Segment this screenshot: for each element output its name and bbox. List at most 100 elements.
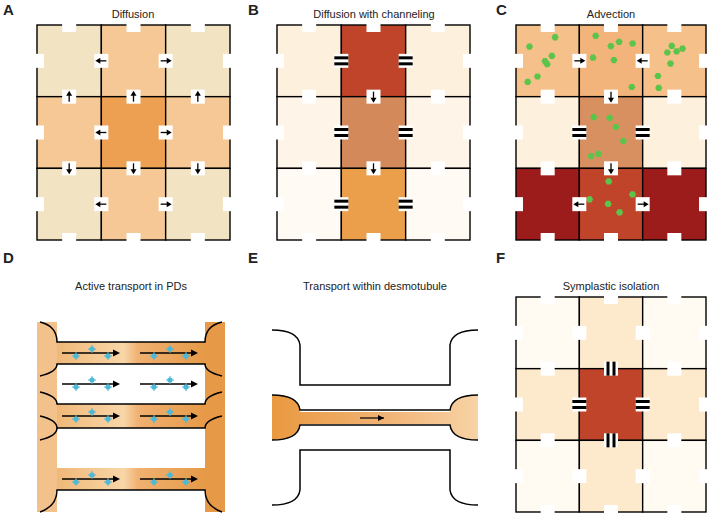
solute-particle bbox=[605, 178, 612, 184]
plasmodesma bbox=[604, 433, 618, 447]
membrane bbox=[40, 490, 222, 512]
arrow-head bbox=[95, 201, 100, 207]
closed-pd bbox=[399, 128, 413, 131]
plasmodesma bbox=[223, 197, 237, 211]
plasmodesma bbox=[636, 398, 650, 412]
transport-track bbox=[140, 478, 193, 479]
motor-protein bbox=[182, 352, 190, 360]
cell bbox=[341, 168, 405, 240]
cell bbox=[37, 168, 101, 240]
plasmodesma bbox=[191, 161, 205, 175]
plasmodesma bbox=[636, 126, 650, 140]
plasmodesma bbox=[699, 398, 708, 412]
motor-protein bbox=[72, 383, 80, 391]
cell bbox=[643, 440, 706, 512]
solute-particle bbox=[664, 49, 671, 55]
plasmodesma bbox=[699, 326, 708, 340]
cell bbox=[341, 25, 405, 97]
plasmodesma bbox=[431, 161, 445, 175]
cell-grid bbox=[30, 18, 237, 247]
plasmodesma bbox=[667, 161, 681, 175]
plasmodesma bbox=[667, 433, 681, 447]
closed-pd bbox=[399, 56, 413, 59]
arrow-head bbox=[167, 58, 172, 64]
cell bbox=[516, 440, 579, 512]
closed-pd bbox=[636, 406, 650, 409]
arrow-head bbox=[371, 98, 377, 103]
cell bbox=[406, 168, 470, 240]
plasmodesma bbox=[159, 126, 173, 140]
motor-protein bbox=[72, 352, 80, 360]
plasmodesma bbox=[572, 398, 586, 412]
solute-particle bbox=[607, 43, 614, 49]
closed-pd bbox=[636, 400, 650, 403]
motor-protein bbox=[182, 415, 190, 423]
cell bbox=[643, 369, 706, 441]
arrow-head bbox=[113, 476, 120, 483]
solute-particle bbox=[524, 79, 531, 85]
closed-pd bbox=[334, 56, 348, 59]
plasmodesma bbox=[191, 233, 205, 247]
solute-particle bbox=[655, 85, 662, 91]
solute-particle bbox=[589, 55, 596, 61]
plasmodesma bbox=[334, 54, 348, 68]
panel-title: Transport within desmotubule bbox=[303, 280, 447, 292]
plasmodesma bbox=[302, 18, 316, 32]
plasmodesma bbox=[541, 161, 555, 175]
plasmodesma bbox=[30, 126, 44, 140]
plasmodesma bbox=[604, 290, 618, 304]
plasmodesma bbox=[699, 54, 708, 68]
plasmodesma bbox=[30, 54, 44, 68]
motor-protein bbox=[166, 471, 174, 479]
arrow-head bbox=[195, 169, 201, 174]
membrane bbox=[40, 364, 222, 376]
closed-pd bbox=[607, 433, 610, 447]
solute-particle bbox=[605, 201, 612, 207]
plasmodesma bbox=[667, 90, 681, 104]
cell bbox=[341, 97, 405, 169]
solute-particle bbox=[616, 209, 623, 215]
arrow-head bbox=[113, 413, 120, 420]
motor-protein bbox=[88, 376, 96, 384]
plasmodesma bbox=[94, 126, 108, 140]
cell bbox=[166, 97, 230, 169]
arrow-head bbox=[608, 98, 614, 103]
solute-particle bbox=[654, 73, 661, 79]
plasmodesma bbox=[367, 161, 381, 175]
cell bbox=[101, 25, 165, 97]
solute-particle bbox=[612, 124, 619, 130]
plasmodesma bbox=[127, 90, 141, 104]
plasmodesma bbox=[699, 197, 708, 211]
plasmodesma bbox=[431, 233, 445, 247]
cell bbox=[579, 168, 642, 240]
plasmodesma bbox=[159, 54, 173, 68]
solute-particle bbox=[552, 34, 559, 40]
desmotubule bbox=[272, 330, 478, 512]
plasmodesma bbox=[127, 233, 141, 247]
plasmodesma bbox=[30, 197, 44, 211]
cell bbox=[166, 168, 230, 240]
plasmodesma bbox=[509, 54, 523, 68]
arrow-head bbox=[573, 201, 578, 207]
arrow-head bbox=[191, 381, 198, 388]
plasmodesma bbox=[604, 362, 618, 376]
motor-protein bbox=[150, 415, 158, 423]
solute-particle bbox=[679, 46, 686, 52]
plasmodesma bbox=[699, 126, 708, 140]
closed-pd bbox=[334, 62, 348, 65]
plasmodesma bbox=[223, 54, 237, 68]
solute-particle bbox=[673, 48, 680, 54]
cell bbox=[516, 297, 579, 369]
solute-particle bbox=[629, 40, 636, 46]
membrane bbox=[40, 428, 57, 440]
plasmodesma bbox=[667, 362, 681, 376]
cell bbox=[643, 97, 706, 169]
transport-track bbox=[140, 415, 193, 416]
arrow-head bbox=[637, 58, 642, 64]
plasmodesma bbox=[399, 54, 413, 68]
plasmodesma bbox=[509, 197, 523, 211]
arrow-head bbox=[371, 169, 377, 174]
solute-particle bbox=[592, 33, 599, 39]
plasmodesma bbox=[463, 197, 477, 211]
plasmodesma bbox=[572, 197, 586, 211]
